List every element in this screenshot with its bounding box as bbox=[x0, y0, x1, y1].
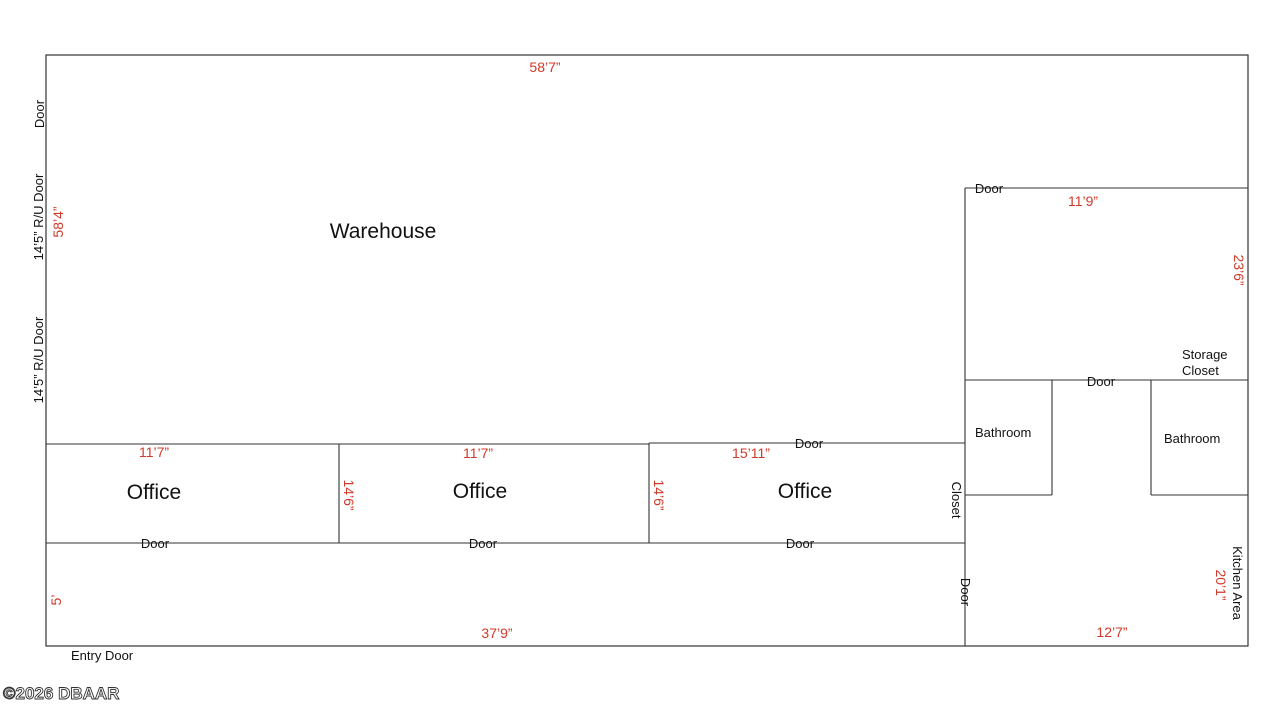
warehouse-width-dimension: 58’7” bbox=[529, 59, 560, 75]
storage-closet-label-line1: Storage bbox=[1182, 347, 1228, 362]
kitchen-door-label: Door bbox=[958, 578, 973, 607]
office-3-door-label: Door bbox=[786, 536, 815, 551]
office-3-top-door-label: Door bbox=[795, 436, 824, 451]
storage-closet-label-line2: Closet bbox=[1182, 363, 1219, 378]
office-1-width-dimension: 11’7” bbox=[139, 444, 169, 460]
west-door-label: Door bbox=[32, 99, 47, 128]
office-2-width-dimension: 11’7” bbox=[463, 445, 493, 461]
entry-door-label: Entry Door bbox=[71, 648, 134, 663]
bathroom-right-label: Bathroom bbox=[1164, 431, 1220, 446]
closet-label: Closet bbox=[949, 482, 964, 519]
bathroom-hall-door-label: Door bbox=[1087, 374, 1116, 389]
storage-room-depth-dimension: 23’6” bbox=[1231, 254, 1247, 285]
office-1-label: Office bbox=[127, 481, 181, 504]
hallway-depth-dimension: 5’ bbox=[48, 595, 64, 606]
bathroom-left-label: Bathroom bbox=[975, 425, 1031, 440]
hallway-length-dimension: 37’9” bbox=[481, 625, 512, 641]
warehouse-depth-dimension: 58’4” bbox=[50, 206, 66, 237]
kitchen-area-label: Kitchen Area bbox=[1230, 546, 1245, 620]
walls bbox=[45, 54, 1249, 647]
ru-door-lower-label: 14’5” R/U Door bbox=[31, 316, 46, 403]
storage-room-door-label: Door bbox=[975, 181, 1004, 196]
kitchen-depth-dimension: 20’1” bbox=[1213, 569, 1229, 600]
office-3-label: Office bbox=[778, 480, 832, 503]
office-1-door-label: Door bbox=[141, 536, 170, 551]
office-2-label: Office bbox=[453, 480, 507, 503]
copyright-watermark: ©2026 DBAAR bbox=[3, 684, 119, 703]
building-outline bbox=[45, 54, 1249, 647]
storage-room-width-dimension: 11’9” bbox=[1068, 193, 1098, 209]
office-2-depth-dimension: 14’6” bbox=[651, 479, 667, 510]
office-3-width-dimension: 15’11” bbox=[732, 445, 770, 461]
office-2-door-label: Door bbox=[469, 536, 498, 551]
ru-door-upper-label: 14’5” R/U Door bbox=[31, 173, 46, 260]
office-1-depth-dimension: 14’6” bbox=[341, 479, 357, 510]
warehouse-label: Warehouse bbox=[330, 220, 437, 243]
kitchen-width-dimension: 12’7” bbox=[1096, 624, 1127, 640]
